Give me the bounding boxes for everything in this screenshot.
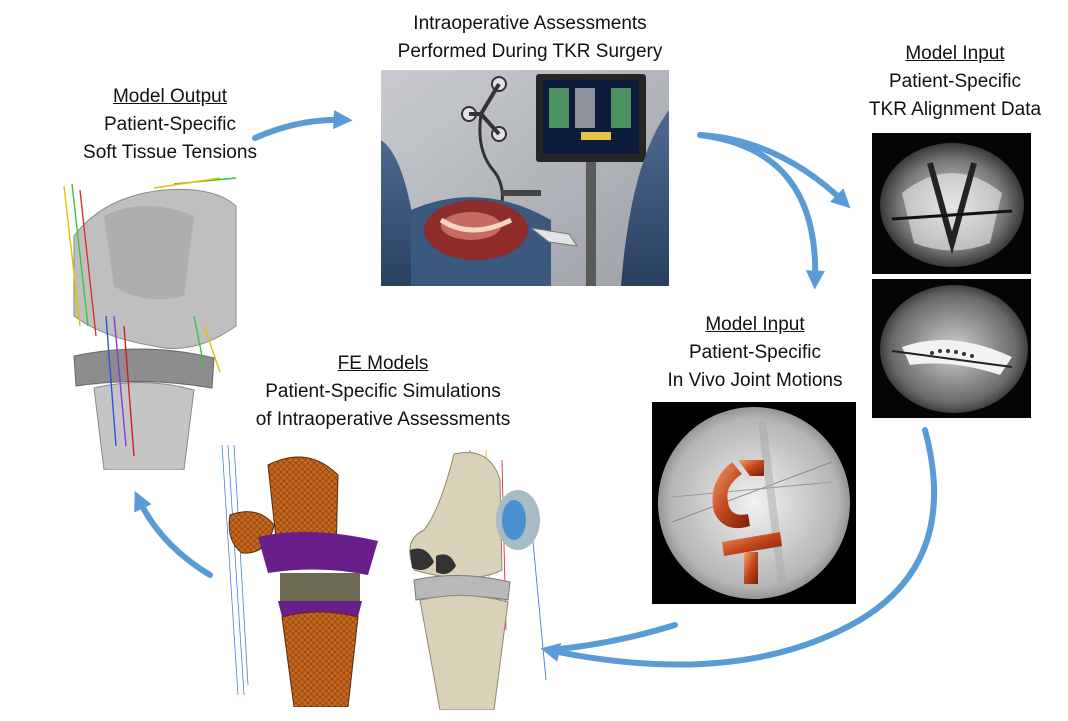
fe-bone-model (390, 450, 550, 710)
model-output-line1: Patient-Specific (103, 114, 236, 135)
model-output-line2: Soft Tissue Tensions (83, 142, 257, 163)
motion-input-line1: Patient-Specific (688, 342, 821, 363)
surgery-caption: Intraoperative Assessments Performed Dur… (370, 10, 690, 66)
ct-alignment-image-top (872, 133, 1031, 274)
surgery-caption-line1: Intraoperative Assessments (413, 13, 647, 34)
motion-input-heading: Model Input (705, 314, 805, 335)
fluoroscopy-image (652, 402, 856, 604)
fe-models-caption: FE Models Patient-Specific Simulations o… (230, 350, 536, 434)
fe-mesh-model (218, 445, 386, 707)
surgery-caption-line2: Performed During TKR Surgery (397, 41, 663, 62)
alignment-input-caption: Model Input Patient-Specific TKR Alignme… (855, 40, 1055, 124)
motion-input-caption: Model Input Patient-Specific In Vivo Joi… (650, 311, 860, 395)
model-output-render (44, 176, 240, 470)
fe-models-line1: Patient-Specific Simulations (265, 381, 501, 402)
arrow-fe-to-output (134, 491, 213, 578)
arrow-alignment-to-fe (540, 427, 938, 668)
fe-models-heading: FE Models (337, 353, 429, 374)
model-output-heading: Model Output (112, 86, 228, 107)
alignment-input-line2: TKR Alignment Data (868, 99, 1042, 120)
fe-models-line2: of Intraoperative Assessments (255, 409, 511, 430)
arrow-surgery-to-alignment (697, 132, 851, 209)
motion-input-line2: In Vivo Joint Motions (667, 370, 843, 391)
alignment-input-line1: Patient-Specific (888, 71, 1021, 92)
arrow-output-to-surgery (252, 109, 353, 141)
alignment-input-heading: Model Input (905, 43, 1005, 64)
model-output-caption: Model Output Patient-Specific Soft Tissu… (50, 83, 290, 167)
arrow-surgery-to-motion (697, 132, 826, 290)
surgery-photo (381, 70, 669, 286)
ct-alignment-image-bottom (872, 279, 1031, 418)
arrow-motion-to-fe (545, 622, 678, 653)
